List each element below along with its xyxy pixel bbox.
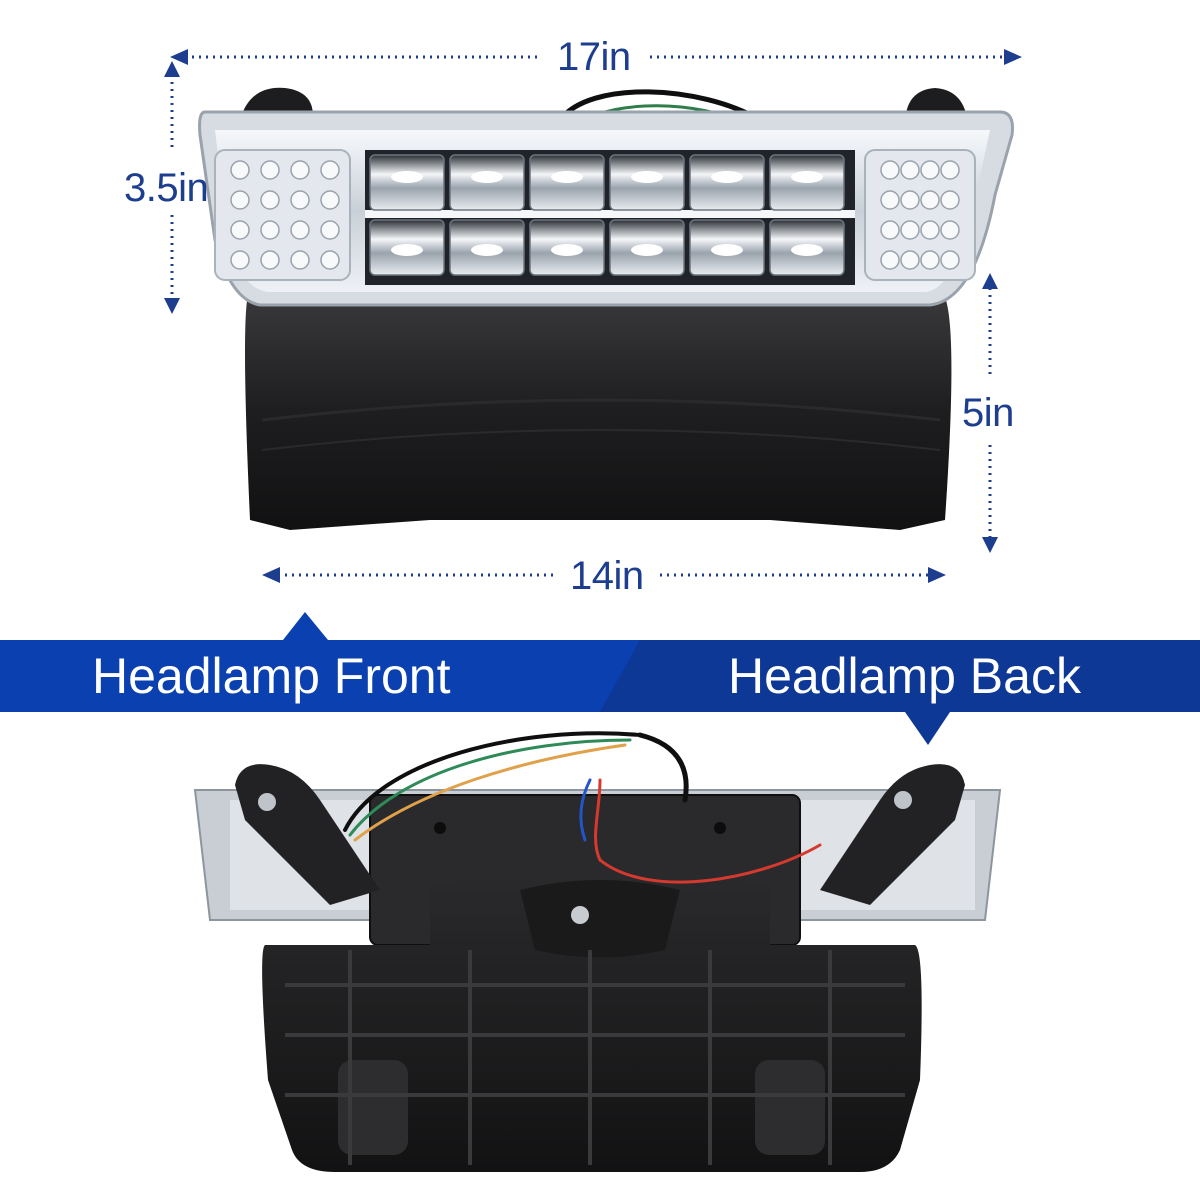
- reflector-dot: [940, 190, 960, 210]
- reflector-dot: [260, 190, 280, 210]
- led-highlight: [631, 171, 663, 183]
- reflector-dot: [290, 160, 310, 180]
- dimension-5in-line: [982, 273, 998, 553]
- led-cell-group: [369, 154, 845, 276]
- reflector-dot: [260, 250, 280, 270]
- reflector-dot: [230, 160, 250, 180]
- reflector-dot: [320, 160, 340, 180]
- reflector-dot: [320, 190, 340, 210]
- reflector-dot: [900, 220, 920, 240]
- dimension-14in-line: [262, 567, 946, 583]
- reflector-dot: [320, 250, 340, 270]
- led-highlight: [391, 171, 423, 183]
- reflector-dot: [290, 250, 310, 270]
- dimension-top-width-label: 17in: [557, 35, 631, 79]
- led-highlight: [711, 244, 743, 256]
- reflector-dot: [880, 190, 900, 210]
- reflector-dot: [900, 190, 920, 210]
- led-highlight: [791, 171, 823, 183]
- reflector-dot: [920, 220, 940, 240]
- led-highlight: [391, 244, 423, 256]
- led-highlight: [791, 244, 823, 256]
- led-highlight: [711, 171, 743, 183]
- reflector-dot: [920, 190, 940, 210]
- reflector-dot: [230, 190, 250, 210]
- dimension-total-height-label: 5in: [962, 391, 1014, 435]
- dimension-lens-height-label: 3.5in: [124, 166, 209, 210]
- reflector-dot: [260, 220, 280, 240]
- corner-reflector-group: [230, 160, 960, 270]
- label-banner: [0, 612, 1200, 745]
- headlamp-front-image: [198, 87, 1014, 530]
- reflector-dot: [290, 190, 310, 210]
- reflector-dot: [940, 220, 960, 240]
- wiring-harness: [343, 731, 822, 884]
- reflector-dot: [260, 160, 280, 180]
- reflector-dot: [290, 220, 310, 240]
- led-highlight: [471, 171, 503, 183]
- reflector-dot: [900, 250, 920, 270]
- reflector-dot: [230, 250, 250, 270]
- reflector-dot: [880, 220, 900, 240]
- reflector-dot: [920, 160, 940, 180]
- reflector-dot: [880, 160, 900, 180]
- rear-rib-grid: [285, 950, 905, 1165]
- led-highlight: [551, 244, 583, 256]
- front-pointer-icon: [283, 612, 328, 640]
- reflector-dot: [900, 160, 920, 180]
- reflector-dot: [880, 250, 900, 270]
- dimension-bottom-width-label: 14in: [570, 554, 644, 598]
- headlamp-front-label: Headlamp Front: [92, 648, 451, 704]
- led-highlight: [551, 171, 583, 183]
- reflector-dot: [320, 220, 340, 240]
- led-highlight: [471, 244, 503, 256]
- reflector-dot: [920, 250, 940, 270]
- dimension-17in-line: [170, 49, 1022, 65]
- reflector-dot: [940, 250, 960, 270]
- back-pointer-icon: [905, 712, 950, 745]
- led-highlight: [631, 244, 663, 256]
- reflector-dot: [230, 220, 250, 240]
- headlamp-back-label: Headlamp Back: [728, 648, 1081, 704]
- reflector-dot: [940, 160, 960, 180]
- dimension-3-5in-line: [164, 61, 180, 314]
